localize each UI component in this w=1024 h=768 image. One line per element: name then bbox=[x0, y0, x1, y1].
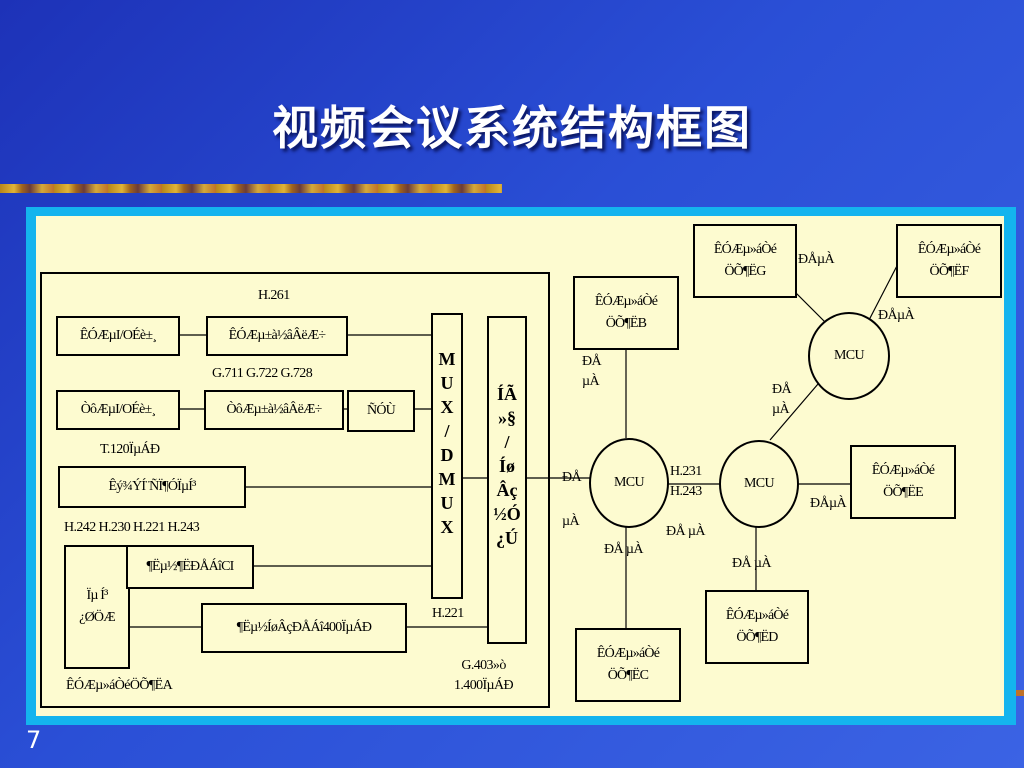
t120-label: T.120ÏµÁÐ bbox=[100, 442, 160, 457]
terminal-c-label: ÊÓÆµ»áÒé ÖÕ¶ËC bbox=[596, 646, 660, 683]
data-app-box: Êý¾ÝÍ¨ÑÏ¶ÓÏµÍ³ bbox=[58, 466, 246, 508]
video-io-label: ÊÓÆµI/OÉè±¸ bbox=[79, 328, 157, 343]
audio-io-box: ÒôÆµI/OÉè±¸ bbox=[56, 390, 180, 430]
audio-codec-box: ÒôÆµ±à½âÂëÆ÷ bbox=[204, 390, 344, 430]
data-app-label: Êý¾ÝÍ¨ÑÏ¶ÓÏµÍ³ bbox=[108, 479, 196, 494]
audio-codec-label: ÒôÆµ±à½âÂëÆ÷ bbox=[226, 402, 322, 417]
end-network-signal-label: ¶Ëµ½¶ËÐÅÁîCI bbox=[146, 559, 235, 574]
audio-io-label: ÒôÆµI/OÉè±¸ bbox=[80, 402, 156, 417]
channel-label-a: ÐÅ µÀ bbox=[562, 470, 582, 529]
g403-label: G.403»ò 1.400ÏµÁÐ bbox=[454, 658, 514, 693]
terminal-e-box: ÊÓÆµ»áÒé ÖÕ¶ËE bbox=[850, 445, 956, 519]
delay-label: ÑÓÙ bbox=[367, 403, 396, 418]
mcu-top: MCU bbox=[808, 312, 890, 400]
terminal-a-caption: ÊÓÆµ»áÒéÖÕ¶ËA bbox=[66, 678, 173, 693]
g7xx-label: G.711 G.722 G.728 bbox=[212, 366, 313, 381]
terminal-e-label: ÊÓÆµ»áÒé ÖÕ¶ËE bbox=[871, 463, 935, 500]
line-mcu-g bbox=[791, 288, 829, 326]
network-interface-box: ÍÃ »§ / Íø Âç ½Ó ¿Ú bbox=[487, 316, 527, 644]
h242-label: H.242 H.230 H.221 H.243 bbox=[64, 520, 200, 535]
decorative-mark bbox=[1016, 690, 1024, 696]
terminal-f-box: ÊÓÆµ»áÒé ÖÕ¶ËF bbox=[896, 224, 1002, 298]
channel-label-g: ÐÅµÀ bbox=[798, 252, 835, 267]
channel-label-center: ÐÅ µÀ bbox=[666, 524, 706, 539]
h261-label: H.261 bbox=[258, 288, 290, 303]
mcu-left: MCU bbox=[589, 438, 669, 528]
video-io-box: ÊÓÆµI/OÉè±¸ bbox=[56, 316, 180, 356]
h221-label: H.221 bbox=[432, 606, 464, 621]
terminal-d-label: ÊÓÆµ»áÒé ÖÕ¶ËD bbox=[725, 608, 789, 645]
terminal-b-box: ÊÓÆµ»áÒé ÖÕ¶ËB bbox=[573, 276, 679, 350]
mux-label: M U X / D M U X bbox=[438, 349, 456, 537]
channel-label-f: ÐÅµÀ bbox=[878, 308, 915, 323]
delay-box: ÑÓÙ bbox=[347, 390, 415, 432]
sys-control-box: Ïµ Í³ ¿ØÖÆ bbox=[64, 545, 130, 669]
page-number: 7 bbox=[26, 726, 42, 754]
line-mcu-top bbox=[769, 383, 819, 441]
h231-h243-label: H.231 H.243 bbox=[670, 464, 702, 499]
video-codec-label: ÊÓÆµ±à½âÂëÆ÷ bbox=[228, 328, 326, 343]
slide-title: 视频会议系统结构框图 bbox=[272, 101, 752, 155]
channel-label-b: ÐÅ µÀ bbox=[582, 354, 602, 389]
terminal-g-box: ÊÓÆµ»áÒé ÖÕ¶ËG bbox=[693, 224, 797, 298]
channel-label-e: ÐÅµÀ bbox=[810, 496, 847, 511]
line-mcu-f bbox=[867, 259, 901, 323]
channel-label-c: ÐÅ µÀ bbox=[604, 542, 644, 557]
terminal-f-label: ÊÓÆµ»áÒé ÖÕ¶ËF bbox=[917, 242, 981, 279]
video-codec-box: ÊÓÆµ±à½âÂëÆ÷ bbox=[206, 316, 348, 356]
network-signal-box: ¶Ëµ½ÍøÂçÐÅÁî400ÏµÁÐ bbox=[201, 603, 407, 653]
terminal-a-boundary bbox=[40, 272, 550, 708]
terminal-c-box: ÊÓÆµ»áÒé ÖÕ¶ËC bbox=[575, 628, 681, 702]
terminal-d-box: ÊÓÆµ»áÒé ÖÕ¶ËD bbox=[705, 590, 809, 664]
decorative-bar bbox=[0, 184, 502, 193]
terminal-b-label: ÊÓÆµ»áÒé ÖÕ¶ËB bbox=[594, 294, 658, 331]
channel-label-d: ÐÅ µÀ bbox=[732, 556, 772, 571]
sys-control-label: Ïµ Í³ ¿ØÖÆ bbox=[79, 588, 115, 625]
channel-label-mid: ÐÅ µÀ bbox=[772, 382, 792, 417]
end-network-signal-box: ¶Ëµ½¶ËÐÅÁîCI bbox=[126, 545, 254, 589]
mux-box: M U X / D M U X bbox=[431, 313, 463, 599]
terminal-g-label: ÊÓÆµ»áÒé ÖÕ¶ËG bbox=[713, 242, 777, 279]
network-signal-label: ¶Ëµ½ÍøÂçÐÅÁî400ÏµÁÐ bbox=[236, 620, 372, 635]
mcu-center: MCU bbox=[719, 440, 799, 528]
network-interface-label: ÍÃ »§ / Íø Âç ½Ó ¿Ú bbox=[493, 384, 521, 548]
